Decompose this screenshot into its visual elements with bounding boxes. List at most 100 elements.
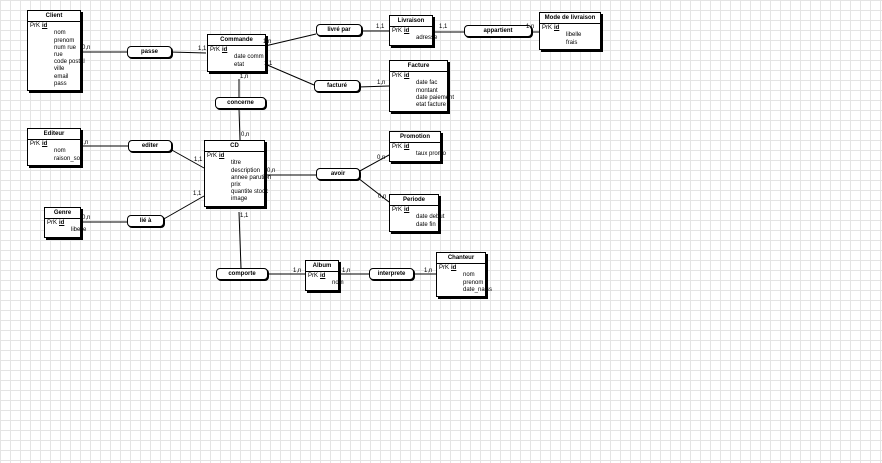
- association-comporte[interactable]: comporte: [216, 268, 268, 280]
- entity-commande[interactable]: Commande PrK id date comm etat: [207, 34, 266, 72]
- entity-title: Client: [28, 11, 80, 23]
- field: nom: [54, 30, 66, 37]
- link-commande-facture: [264, 63, 315, 86]
- pk-field: id: [451, 265, 457, 272]
- association-avoir[interactable]: avoir: [316, 168, 360, 180]
- field: date fin: [416, 221, 436, 228]
- entity-facture[interactable]: Facture PrK id date fac montant date pai…: [389, 60, 454, 113]
- field: description: [231, 167, 261, 174]
- pk-label: PrK: [210, 47, 221, 54]
- field: rue: [54, 52, 63, 59]
- entity-genre[interactable]: Genre PrK id libelle: [44, 207, 86, 238]
- link-cd-comporte: [238, 211, 242, 269]
- entity-title: Genre: [45, 208, 80, 220]
- field: prix: [231, 182, 241, 189]
- field: pass: [54, 80, 67, 87]
- entity-title: CD: [205, 141, 264, 153]
- field: quantite stock: [231, 189, 269, 196]
- entity-album[interactable]: Album PrK id nom: [305, 260, 344, 291]
- field: etat: [234, 61, 245, 68]
- cardinality-label: 1,n: [263, 39, 272, 45]
- field: ville: [54, 66, 65, 73]
- association-passe[interactable]: passe: [127, 46, 172, 58]
- pk-field: id: [42, 141, 48, 148]
- cardinality-label: 0,n: [82, 45, 91, 51]
- entity-chanteur[interactable]: Chanteur PrK id nom prenom date_naiss: [436, 252, 492, 298]
- field: date paiement: [416, 94, 455, 101]
- field: nom: [54, 148, 66, 155]
- pk-field: id: [222, 47, 228, 54]
- field: code postal: [54, 59, 85, 66]
- entity-title: Commande: [208, 35, 265, 47]
- field: libelle: [71, 227, 87, 234]
- pk-label: PrK: [392, 28, 403, 35]
- association-interprete[interactable]: interprete: [369, 268, 414, 280]
- cardinality-label: 1,n: [526, 24, 535, 30]
- field: frais: [566, 39, 578, 46]
- entity-title: Album: [306, 261, 338, 273]
- field: adresse: [416, 35, 438, 42]
- pk-field: id: [404, 207, 410, 214]
- entity-title: Mode de livraison: [540, 13, 600, 25]
- cardinality-label: 1,1: [240, 213, 249, 219]
- cardinality-label: 1,n: [377, 80, 386, 86]
- field: prenom: [463, 279, 484, 286]
- association-livre-par[interactable]: livré par: [316, 24, 362, 36]
- pk-field: id: [42, 23, 48, 30]
- link-commande-livrepar: [264, 33, 317, 47]
- cardinality-label: 1,1: [198, 46, 207, 52]
- field: email: [54, 73, 69, 80]
- association-editer[interactable]: editer: [128, 140, 172, 152]
- pk-field: id: [219, 153, 225, 160]
- entity-cd[interactable]: CD PrK id titre description annee paruti…: [204, 140, 271, 207]
- field: date_naiss: [463, 286, 493, 293]
- association-facture[interactable]: facturé: [314, 80, 360, 92]
- entity-mode-de-livraison[interactable]: Mode de livraison PrK id libelle frais: [539, 12, 601, 50]
- field: raison_soc: [54, 155, 84, 162]
- entity-periode[interactable]: Periode PrK id date debut date fin: [389, 194, 444, 232]
- pk-label: PrK: [542, 25, 553, 32]
- cardinality-label: 0,n: [378, 194, 387, 200]
- field: date debut: [416, 214, 445, 221]
- pk-label: PrK: [30, 23, 41, 30]
- cardinality-label: 0,n: [377, 155, 386, 161]
- entity-title: Promotion: [390, 132, 440, 144]
- link-editer-cd: [169, 148, 205, 169]
- entity-editeur[interactable]: Editeur PrK id nom raison_soc: [27, 128, 84, 166]
- cardinality-label: 0,n: [241, 132, 250, 138]
- link-facture-facture: [357, 85, 390, 88]
- association-concerne[interactable]: concerne: [215, 97, 266, 109]
- cardinality-label: 1,1: [376, 24, 385, 30]
- pk-label: PrK: [47, 220, 58, 227]
- pk-label: PrK: [392, 73, 403, 80]
- cardinality-label: 1,1: [439, 24, 448, 30]
- pk-field: id: [554, 25, 560, 32]
- pk-field: id: [320, 273, 326, 280]
- link-avoir-periode: [357, 177, 390, 203]
- entity-livraison[interactable]: Livraison PrK id adresse: [389, 15, 437, 46]
- field: prenom: [54, 37, 75, 44]
- cardinality-label: 0,n: [267, 168, 276, 174]
- pk-label: PrK: [30, 141, 41, 148]
- field: nom: [463, 272, 475, 279]
- field: num rue: [54, 44, 77, 51]
- association-appartient[interactable]: appartient: [464, 25, 532, 37]
- pk-label: PrK: [439, 265, 450, 272]
- entity-title: Livraison: [390, 16, 432, 28]
- field: titre: [231, 160, 242, 167]
- cardinality-label: 1,1: [193, 191, 202, 197]
- association-lie-a[interactable]: lié à: [127, 215, 164, 227]
- cardinality-label: 1,n: [240, 74, 249, 80]
- cardinality-label: 1,n: [342, 268, 351, 274]
- pk-field: id: [404, 28, 410, 35]
- entity-client[interactable]: Client PrK id nom prenom num rue rue cod…: [27, 10, 85, 92]
- cardinality-label: 1,n: [293, 268, 302, 274]
- pk-field: id: [404, 73, 410, 80]
- cardinality-label: 1,1: [194, 157, 203, 163]
- pk-label: PrK: [308, 273, 319, 280]
- entity-title: Facture: [390, 61, 447, 73]
- entity-title: Chanteur: [437, 253, 485, 265]
- entity-title: Periode: [390, 195, 438, 207]
- link-concerne-cd: [238, 108, 241, 141]
- entity-promotion[interactable]: Promotion PrK id taux promo: [389, 131, 446, 162]
